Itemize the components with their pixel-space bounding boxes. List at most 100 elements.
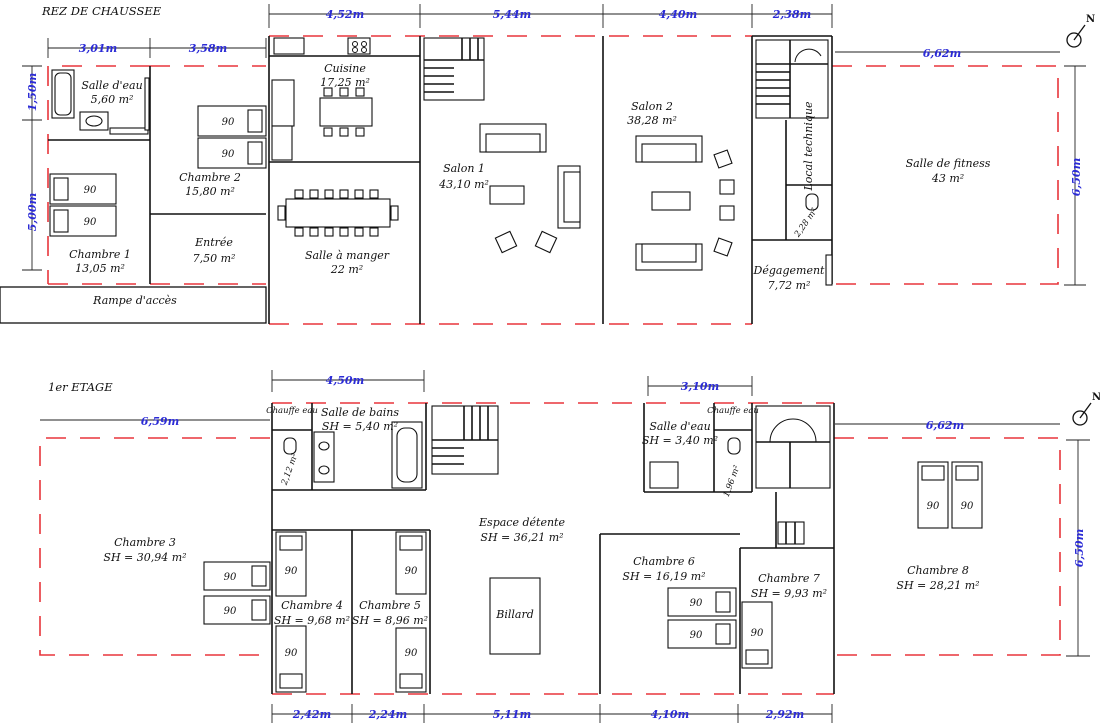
dim-4-52: 4,52m — [326, 8, 364, 21]
room-name: Chambre 8 — [907, 564, 969, 577]
dim-1-50: 1,50m — [26, 73, 39, 111]
dim-4-50: 4,50m — [326, 374, 364, 387]
room-area: 43 m² — [931, 172, 964, 185]
room-area: 5,60 m² — [91, 93, 134, 106]
room-name: Salle d'eau — [649, 420, 710, 433]
first-dimensions: 4,50m 3,10m 6,59m 6,62m 6,50m 2,42m 2,24… — [40, 370, 1090, 723]
dim-3-10: 3,10m — [681, 380, 719, 393]
bed-label: 90 — [751, 628, 764, 639]
north-arrow-icon: N — [1066, 14, 1095, 48]
bed-label: 90 — [405, 566, 418, 577]
dim-6-62-first: 6,62m — [926, 419, 964, 432]
bed-label: 90 — [285, 648, 298, 659]
bed-label: 90 — [285, 566, 298, 577]
ground-interior-walls — [0, 35, 833, 324]
svg-text:N: N — [1092, 392, 1100, 403]
dim-4-40: 4,40m — [659, 8, 697, 21]
bed-label: 90 — [222, 149, 235, 160]
room-area: SH = 36,21 m² — [480, 531, 563, 544]
dim-6-50-first: 6,50m — [1073, 529, 1086, 567]
dim-5-00: 5,00m — [26, 193, 39, 231]
room-name: Chauffe eau — [266, 406, 318, 416]
bed-label: 90 — [84, 185, 97, 196]
first-floor-title: 1er ETAGE — [48, 380, 113, 394]
bed-label: 90 — [405, 648, 418, 659]
room-area: 1,96 m² — [722, 464, 743, 499]
room-area: SH = 16,19 m² — [622, 570, 705, 583]
ground-exterior-walls — [47, 35, 1059, 325]
dim-5-44: 5,44m — [493, 8, 531, 21]
room-area: SH = 28,21 m² — [896, 579, 979, 592]
billiard-table — [489, 577, 541, 655]
room-name: Cuisine — [324, 62, 366, 75]
room-name: Chambre 2 — [179, 171, 241, 184]
room-name: Entrée — [194, 236, 233, 249]
room-name: Chambre 6 — [633, 555, 695, 568]
bed-label: 90 — [84, 217, 97, 228]
room-name: Chambre 3 — [114, 536, 176, 549]
room-name: Chambre 4 — [281, 599, 343, 612]
room-area: SH = 3,40 m² — [642, 434, 718, 447]
first-room-labels: Chauffe eau Salle de bains SH = 5,40 m² … — [103, 406, 979, 627]
room-area: 13,05 m² — [75, 262, 125, 275]
room-name: Espace détente — [478, 516, 565, 529]
dim-3-58: 3,58m — [189, 42, 227, 55]
bed-label: 90 — [690, 630, 703, 641]
room-area: 2,28 m² — [792, 206, 820, 240]
room-name: Chambre 7 — [758, 572, 820, 585]
ground-floor-title: REZ DE CHAUSSEE — [41, 4, 162, 18]
room-name: Dégagement — [753, 264, 826, 277]
ground-beds: 90 90 90 90 — [49, 105, 267, 237]
room-area: 38,28 m² — [627, 114, 677, 127]
bed-label: 90 — [927, 501, 940, 512]
first-furniture — [283, 405, 831, 655]
room-area: 7,72 m² — [768, 279, 811, 292]
bed-label: 90 — [690, 598, 703, 609]
room-area: 22 m² — [330, 263, 363, 276]
room-name: Salle de fitness — [906, 157, 991, 170]
room-area: 17,25 m² — [320, 76, 370, 89]
first-beds: 90 90 90 90 90 90 90 90 90 90 90 — [203, 461, 983, 693]
first-interior-walls — [271, 403, 835, 694]
dim-3-01: 3,01m — [79, 42, 117, 55]
north-arrow-icon: N — [1072, 392, 1100, 426]
bed-label: 90 — [222, 117, 235, 128]
dim-2-38: 2,38m — [772, 8, 811, 21]
room-name: Chambre 1 — [69, 248, 131, 261]
room-area: SH = 9,68 m² — [274, 614, 350, 627]
room-name: Local technique — [802, 101, 815, 192]
dim-2-42: 2,42m — [292, 708, 331, 721]
room-name: Salle de bains — [321, 406, 399, 419]
dim-6-50-ground: 6,50m — [1070, 158, 1083, 196]
ground-room-labels: Salle d'eau 5,60 m² Cuisine 17,25 m² Cha… — [69, 62, 991, 307]
room-name: Chambre 5 — [359, 599, 421, 612]
room-name: Salon 1 — [443, 162, 485, 175]
dim-6-62-ground: 6,62m — [923, 47, 961, 60]
room-area: SH = 5,40 m² — [322, 420, 398, 433]
room-name: Rampe d'accès — [92, 294, 177, 307]
dim-2-92: 2,92m — [765, 708, 804, 721]
room-name: Chauffe eau — [707, 406, 759, 416]
ground-furniture — [51, 37, 833, 286]
room-area: 43,10 m² — [438, 178, 489, 191]
room-area: 15,80 m² — [185, 185, 235, 198]
room-area: SH = 9,93 m² — [751, 587, 827, 600]
room-name: Salle d'eau — [81, 79, 142, 92]
room-area: 2,12 m² — [279, 452, 300, 488]
room-name: Salon 2 — [631, 100, 673, 113]
dim-6-59: 6,59m — [141, 415, 179, 428]
room-name: Salle à manger — [305, 249, 390, 262]
bed-label: 90 — [224, 606, 237, 617]
bed-label: 90 — [224, 572, 237, 583]
svg-text:N: N — [1086, 14, 1095, 25]
dim-2-24: 2,24m — [368, 708, 407, 721]
dim-4-10: 4,10m — [651, 708, 689, 721]
dim-5-11: 5,11m — [493, 708, 531, 721]
room-name: Billard — [495, 608, 534, 621]
room-area: 7,50 m² — [193, 252, 236, 265]
room-area: SH = 8,96 m² — [352, 614, 428, 627]
bed-label: 90 — [961, 501, 974, 512]
ground-top-dimensions: 4,52m 5,44m 4,40m 2,38m 3,01m 3,58m 6,62… — [22, 4, 1086, 286]
first-exterior-walls — [39, 402, 1061, 695]
